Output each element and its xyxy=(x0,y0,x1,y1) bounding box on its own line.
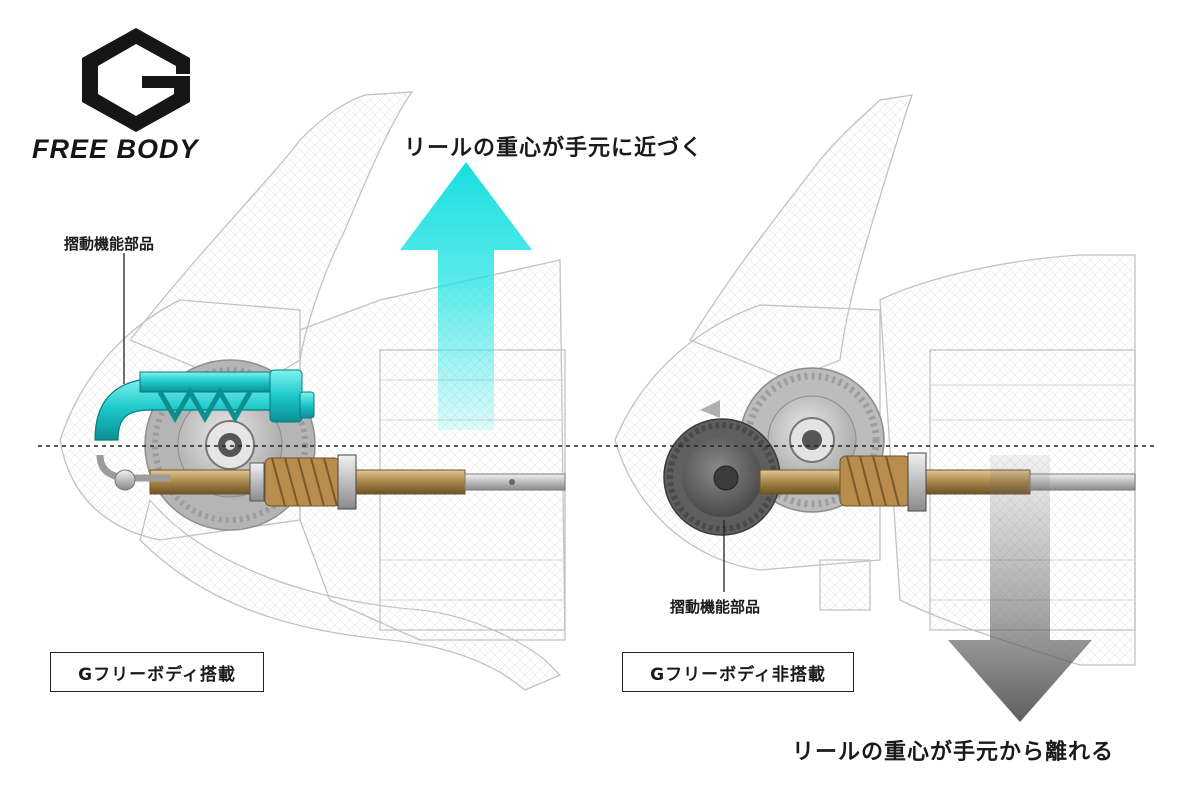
left-sliding-part-label: 摺動機能部品 xyxy=(64,235,155,253)
center-of-gravity-far-caption: リールの重心が手元から離れる xyxy=(792,740,1115,765)
without-g-free-body-label: Gフリーボディ非搭載 xyxy=(622,652,854,692)
with-g-free-body-label: Gフリーボディ搭載 xyxy=(50,652,264,692)
with-g-free-body-text: Gフリーボディ搭載 xyxy=(78,664,236,685)
right-sliding-part-label: 摺動機能部品 xyxy=(670,598,761,616)
left-main-shaft xyxy=(149,454,566,510)
left-sliding-parts xyxy=(94,369,315,491)
right-reel-body xyxy=(614,94,1136,666)
center-of-gravity-down-arrow xyxy=(948,455,1092,722)
free-body-logo-text: FREE BODY xyxy=(32,134,199,164)
g-hexagon-logo-icon xyxy=(82,28,190,132)
without-g-free-body-text: Gフリーボディ非搭載 xyxy=(650,664,826,685)
right-main-shaft xyxy=(759,452,1136,512)
center-of-gravity-up-arrow xyxy=(400,162,532,430)
center-of-gravity-near-caption: リールの重心が手元に近づく xyxy=(404,136,704,161)
